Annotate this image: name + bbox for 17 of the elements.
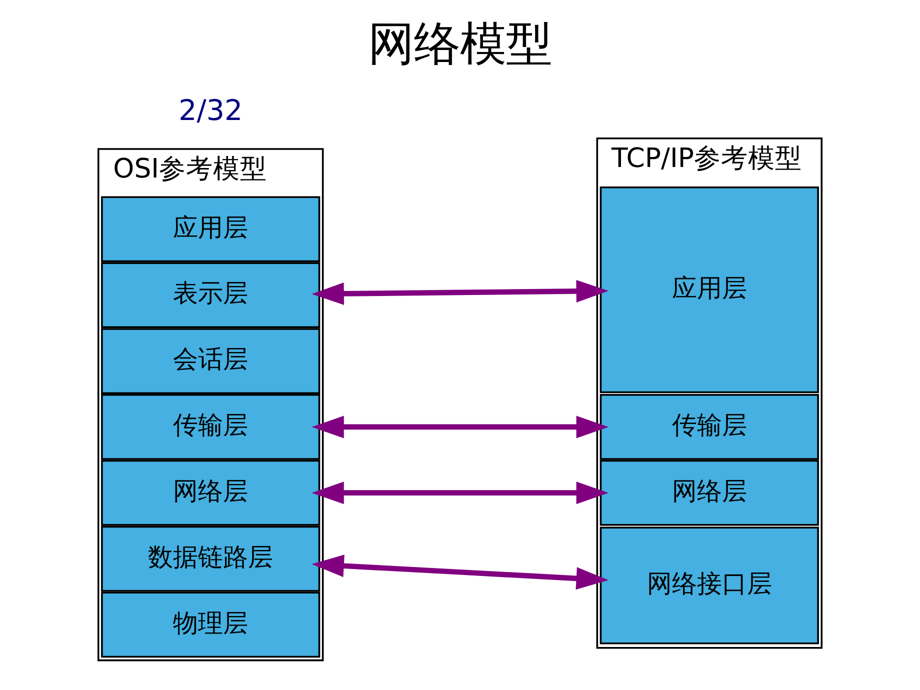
node-box: 应用层 [600,186,819,394]
node-box: 传输层 [600,394,819,460]
arrow [312,416,608,438]
node-box: 网络层 [600,460,819,526]
arrow [312,280,608,305]
arrow [312,482,608,504]
node-box: 应用层 [101,196,320,262]
node-box: 网络接口层 [600,526,819,644]
node-box: 表示层 [101,262,320,328]
node-box: 物理层 [101,592,320,658]
node-box: 数据链路层 [101,526,320,592]
node-box: 会话层 [101,328,320,394]
arrow [312,554,608,590]
label: 2/32 [178,94,243,128]
node-box: 网络层 [101,460,320,526]
node-box: 传输层 [101,394,320,460]
diagram-title: 网络模型 [368,16,552,71]
